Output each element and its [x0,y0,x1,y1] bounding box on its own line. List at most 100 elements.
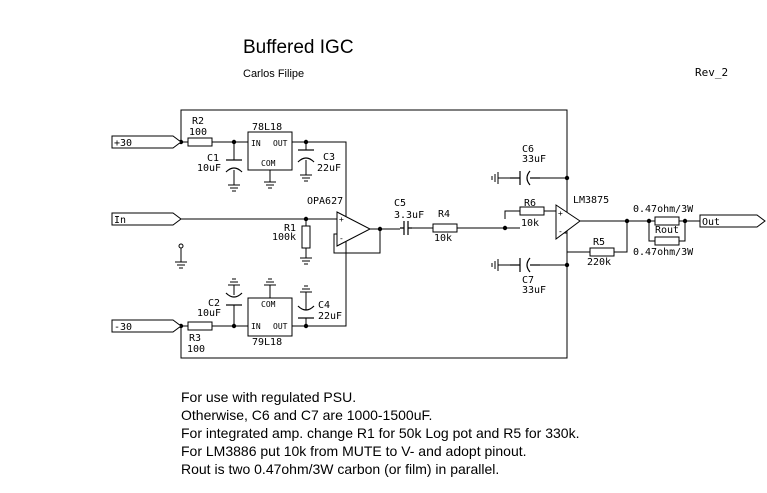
port-pos-label: +30 [114,138,132,149]
opamp-ref: OPA627 [307,196,343,207]
junction-dot [502,225,508,231]
r5-ref: R5 [593,237,605,248]
reg-pos-out: OUT [273,139,288,148]
c1-ref: C1 [207,153,219,164]
reg-pos-box [247,131,293,171]
junction-dot [303,216,309,222]
junction-dot [646,218,652,224]
junction-dot [564,262,570,268]
rout-parallel-wire [648,221,686,242]
r2-ref: R2 [192,116,204,127]
amp-ref: LM3875 [573,195,609,206]
r5-resistor [589,247,615,257]
c3-value: 22uF [317,163,341,174]
c5-value: 3.3uF [394,210,424,221]
ground-icon [264,278,276,286]
rout-value-bottom: 0.47ohm/3W [633,247,694,258]
c4-ref: C4 [318,300,330,311]
ground-icon [491,259,510,271]
r2-value: 100 [189,127,207,138]
junction-dot [624,218,630,224]
opamp-minus: - [339,234,344,243]
junction-dot [682,218,688,224]
r3-ref: R3 [189,333,201,344]
reg-neg-out: OUT [273,322,288,331]
ground-icon [491,172,510,184]
c6-ref: C6 [522,144,534,155]
c6-value: 33uF [522,154,546,165]
lm3875-triangle [555,204,581,240]
r3-resistor [187,321,213,331]
r2-resistor [187,137,213,147]
port-input [111,212,182,226]
c1-value: 10uF [197,163,221,174]
ground-icon [264,181,276,189]
c5-capacitor [400,221,412,235]
c6-capacitor [510,170,540,186]
reg-neg-in: IN [251,322,261,331]
c3-ref: C3 [323,152,335,163]
amp-minus: - [558,227,563,236]
page-title: Buffered IGC [243,37,354,58]
junction-dot [564,175,570,181]
junction-dot [377,226,383,232]
port-output [699,214,766,228]
reg-pos-ref: 78L18 [252,122,282,133]
reg-neg-box [247,297,293,337]
port-in-label: In [114,215,126,226]
r5-value: 220k [587,257,611,268]
r3-value: 100 [187,344,205,355]
note-line: For use with regulated PSU. [181,389,357,405]
reg-neg-com: COM [261,300,276,309]
revision-label: Rev_2 [695,66,729,79]
amp-supply-wire [540,177,567,266]
c3-capacitor [297,149,315,163]
junction-dot [231,323,237,329]
reg-neg-ref: 79L18 [252,337,282,348]
c7-value: 33uF [522,285,546,296]
r1-ref: R1 [284,223,296,234]
notes-block: For use with regulated PSU. Otherwise, C… [181,388,579,478]
rout-value-top: 0.47ohm/3W [633,204,694,215]
port-pos-supply [111,135,182,149]
c7-capacitor [510,257,540,273]
opamp-triangle [336,211,372,247]
c2-capacitor [225,292,243,306]
r4-value: 10k [434,233,452,244]
note-line: Rout is two 0.47ohm/3W carbon (or film) … [181,461,500,477]
rout-resistor-top [654,216,680,226]
port-neg-supply [111,319,182,333]
r6-resistor [519,206,545,216]
r1-value: 100k [272,232,296,243]
junction-dot [303,139,309,145]
r6-value: 10k [521,218,539,229]
c1-capacitor [225,159,243,173]
port-out-label: Out [702,217,720,228]
c5-ref: C5 [394,198,406,209]
ground-icon [228,278,240,286]
reg-pos-in: IN [251,139,261,148]
junction-dot [303,323,309,329]
opamp-plus: + [339,215,344,224]
r6-ref: R6 [524,198,536,209]
port-neg-label: -30 [114,322,132,333]
c7-ref: C7 [522,275,534,286]
reg-pos-com: COM [261,159,276,168]
c2-ref: C2 [208,298,220,309]
junction-dot [231,139,237,145]
c4-value: 22uF [318,311,342,322]
rout-ref: Rout [655,225,679,236]
ground-icon [300,285,312,293]
amp-plus: + [558,209,563,218]
amp-in-wire [504,210,556,219]
note-line: For integrated amp. change R1 for 50k Lo… [181,425,580,441]
r4-resistor [432,223,458,233]
ground-icon [228,184,240,192]
author-label: Carlos Filipe [243,68,305,80]
r1-resistor [301,225,311,249]
r4-ref: R4 [438,209,450,220]
c4-capacitor [297,305,315,319]
note-line: For LM3886 put 10k from MUTE to V- and a… [181,443,527,459]
ground-icon [175,243,187,269]
ground-icon [300,257,312,265]
